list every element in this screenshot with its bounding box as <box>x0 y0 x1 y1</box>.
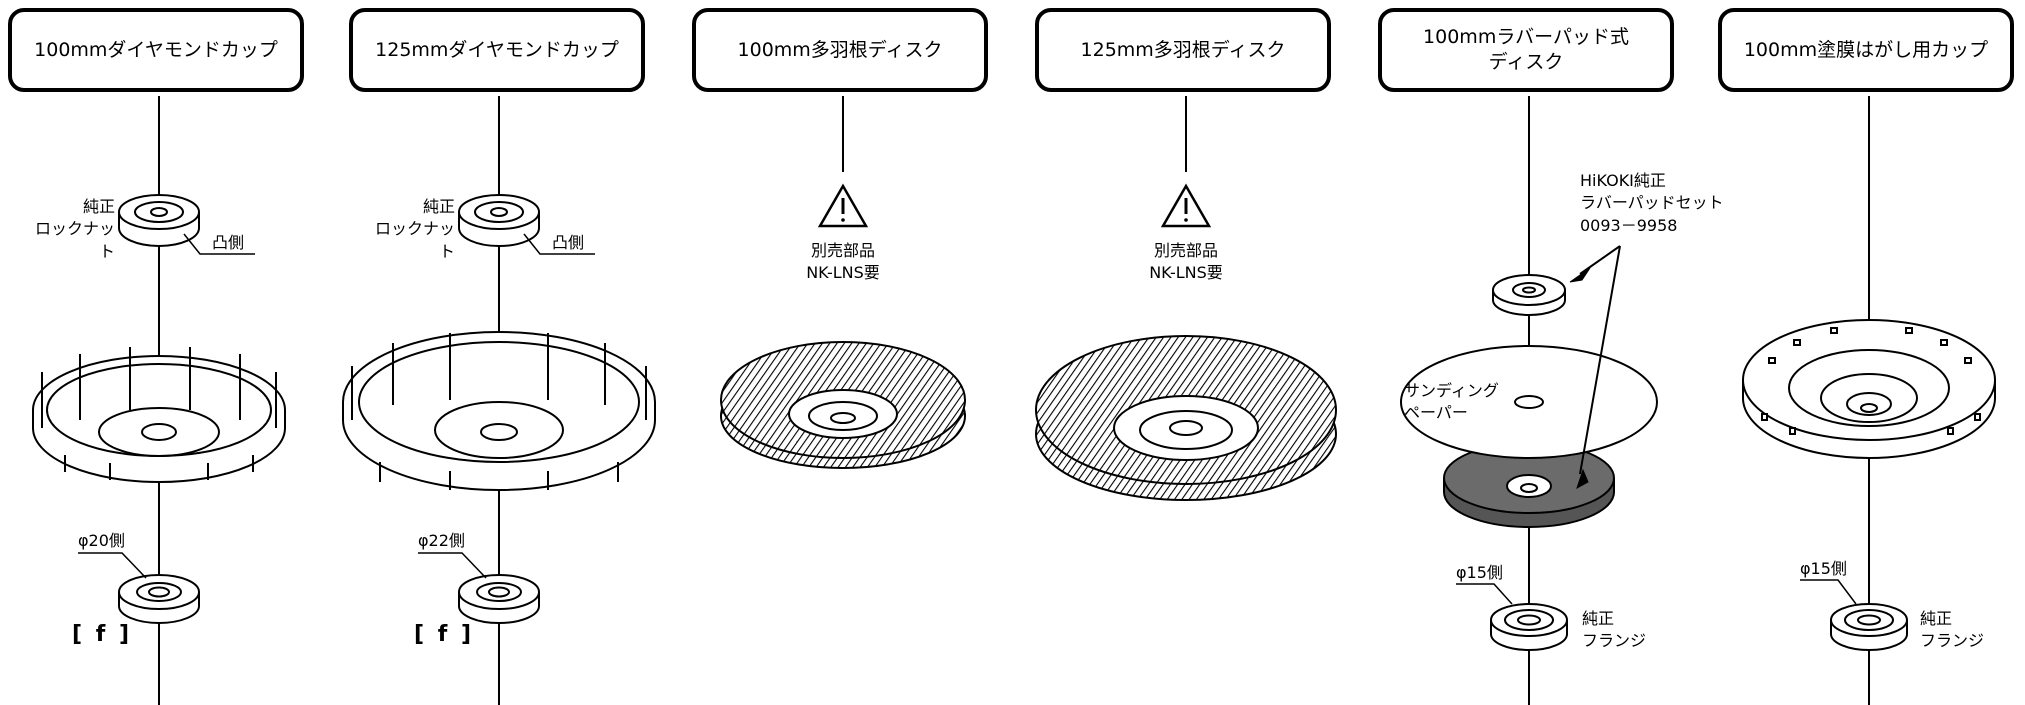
washer <box>458 574 540 624</box>
rubber-pad <box>1443 442 1615 528</box>
title-box-2: 125mmダイヤモンドカップ <box>349 8 645 92</box>
title-label: 100mmラバーパッド式 ディスク <box>1423 26 1629 73</box>
paint-removal-cup <box>1742 319 1996 459</box>
f-mark: [ f ] <box>414 622 474 647</box>
warning-triangle-icon <box>1160 183 1212 228</box>
f-mark: [ f ] <box>72 622 132 647</box>
title-box-6: 100mm塗膜はがし用カップ <box>1718 8 2014 92</box>
title-box-5: 100mmラバーパッド式 ディスク <box>1378 8 1674 92</box>
diameter-side-leader <box>1800 579 1857 605</box>
title-label: 100mm多羽根ディスク <box>737 38 943 61</box>
diameter-side-leader <box>78 552 147 579</box>
diamond-cup <box>32 347 286 483</box>
pad-set-label: HiKOKI純正 ラバーパッドセット 0093－9958 <box>1580 171 1724 235</box>
convex-side-leader <box>183 233 255 255</box>
flap-disc <box>1035 335 1337 501</box>
washer <box>118 574 200 624</box>
convex-side-label: 凸側 <box>552 233 585 252</box>
column-4-artwork <box>1035 96 1337 501</box>
diameter-side-leader <box>418 552 487 579</box>
flange <box>1490 603 1568 651</box>
diameter-side-label: φ15側 <box>1456 563 1503 582</box>
sanding-paper <box>1400 345 1658 459</box>
flange-label: 純正 フランジ <box>1582 609 1647 651</box>
title-label: 100mm塗膜はがし用カップ <box>1743 38 1989 61</box>
column-6-artwork <box>1742 96 1996 705</box>
lock-nut-label: 純正 ロックナット <box>34 197 115 261</box>
title-box-4: 125mm多羽根ディスク <box>1035 8 1331 92</box>
convex-side-leader <box>523 233 595 255</box>
warning-triangle-icon <box>817 183 869 228</box>
flange <box>1830 603 1908 651</box>
diameter-side-label: φ15側 <box>1800 559 1847 578</box>
column-1-artwork <box>32 96 286 705</box>
convex-side-label: 凸側 <box>212 233 245 252</box>
pad-nut <box>1492 274 1566 316</box>
sanding-paper-label: サンディング ペーパー <box>1404 381 1499 423</box>
pad-set-arrows <box>1569 245 1621 490</box>
column-3-artwork <box>720 96 966 469</box>
diameter-side-label: φ20側 <box>78 531 125 550</box>
diamond-cup <box>342 331 656 491</box>
diameter-side-leader <box>1456 583 1513 605</box>
lock-nut-label: 純正 ロックナット <box>374 197 455 261</box>
title-label: 125mm多羽根ディスク <box>1080 38 1286 61</box>
title-label: 125mmダイヤモンドカップ <box>375 38 619 61</box>
title-box-1: 100mmダイヤモンドカップ <box>8 8 304 92</box>
column-2-artwork <box>342 96 656 705</box>
diameter-side-label: φ22側 <box>418 531 465 550</box>
lock-nut <box>458 194 540 247</box>
warning-text: 別売部品 NK-LNS要 <box>806 241 880 283</box>
warning-text: 別売部品 NK-LNS要 <box>1149 241 1223 283</box>
title-label: 100mmダイヤモンドカップ <box>34 38 278 61</box>
title-box-3: 100mm多羽根ディスク <box>692 8 988 92</box>
column-5-artwork <box>1400 96 1658 705</box>
flap-disc <box>720 341 966 469</box>
flange-label: 純正 フランジ <box>1920 609 1985 651</box>
lock-nut <box>118 194 200 247</box>
